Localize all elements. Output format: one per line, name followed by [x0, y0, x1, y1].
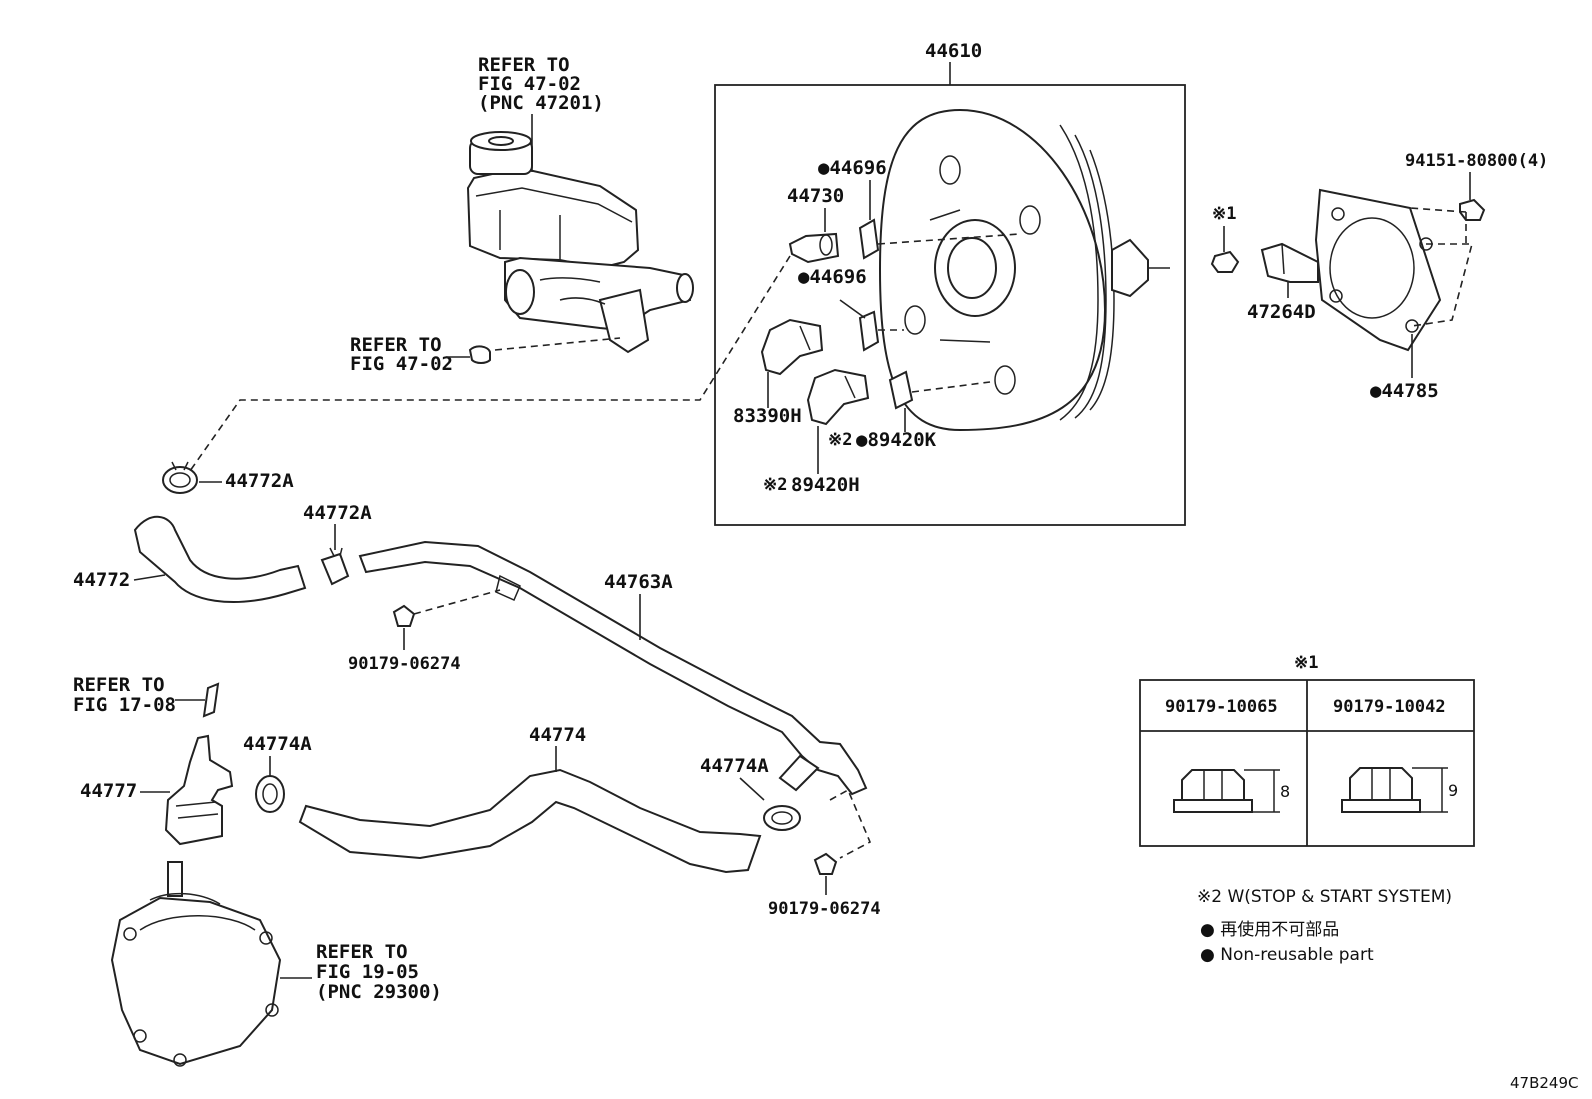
ref-cap-line1: REFER TO: [350, 334, 442, 356]
legend-stop-start: ※2 W(STOP & START SYSTEM): [1197, 887, 1452, 907]
label-44763a: 44763A: [604, 571, 673, 593]
label-89420h-prefix: ※2: [763, 475, 787, 495]
bolt-2-dashed-link: [829, 788, 872, 859]
hose-44774-drawing: [298, 768, 762, 874]
table-col2-header: 90179-10042: [1333, 697, 1446, 717]
bolt-1-icon: [392, 604, 416, 627]
ref-cap: REFER TO FIG 47-02: [350, 334, 621, 375]
ref-pump-line1: REFER TO: [316, 941, 408, 963]
label-44772: 44772: [73, 569, 130, 591]
label-44730: 44730: [787, 185, 844, 207]
ref-cap-line2: FIG 47-02: [350, 353, 453, 375]
master-cylinder-drawing: [466, 131, 694, 354]
nut-icon-2: [1459, 198, 1486, 221]
sensor-89420h-drawing: [806, 368, 870, 426]
ref-fig17: REFER TO FIG 17-08: [73, 674, 220, 718]
label-83390h: 83390H: [733, 405, 802, 427]
hose-44772-drawing: [133, 515, 307, 603]
label-44774: 44774: [529, 724, 586, 746]
label-89420k: ●89420K: [856, 429, 937, 451]
check-valve-drawing: [788, 232, 840, 264]
bracket-47264d-drawing: [1260, 242, 1319, 283]
label-44610: 44610: [925, 40, 982, 62]
clamp-44772a-drawing: [162, 461, 198, 494]
bolt-2-icon: [813, 852, 838, 875]
label-89420k-prefix: ※2: [828, 430, 852, 450]
label-44696-top: ●44696: [818, 157, 887, 179]
figure-id: 47B249C: [1510, 1074, 1578, 1092]
gasket-44785-drawing: [1314, 188, 1474, 352]
legend-jp: ● 再使用不可部品: [1200, 919, 1339, 940]
clamp-44774a-1-drawing: [255, 775, 285, 813]
dim-9: 9: [1448, 781, 1458, 800]
ref-vacuum-pump: REFER TO FIG 19-05 (PNC 29300): [280, 941, 442, 1003]
booster-grommets: [858, 218, 1021, 410]
label-89420h: 89420H: [791, 474, 860, 496]
ref-mc-line2: FIG 47-02: [478, 73, 581, 95]
valve-44777-drawing: [164, 734, 234, 846]
label-44772a-2: 44772A: [303, 502, 372, 524]
bolt-1-dashed-link: [413, 589, 501, 615]
label-44774a-2: 44774A: [700, 755, 769, 777]
clamp-44774a-2-drawing: [763, 805, 801, 831]
ref-mc-line1: REFER TO: [478, 54, 570, 76]
ref-mc-line3: (PNC 47201): [478, 92, 604, 114]
brake-booster-drawing: [878, 108, 1170, 432]
pipe-44763a-drawing: [358, 540, 868, 796]
label-44777: 44777: [80, 780, 137, 802]
label-44772a-1: 44772A: [225, 470, 294, 492]
flange-nut-8-icon: 8: [1173, 769, 1290, 813]
ref-fig17-line1: REFER TO: [73, 674, 165, 696]
label-90179-06274-2: 90179-06274: [768, 899, 881, 919]
legend: ※2 W(STOP & START SYSTEM) ● 再使用不可部品 ● No…: [1197, 887, 1452, 965]
ref-fig17-line2: FIG 17-08: [73, 694, 176, 716]
ref-pump-line3: (PNC 29300): [316, 981, 442, 1003]
legend-en: ● Non-reusable part: [1200, 945, 1374, 965]
vacuum-dashed-link: [184, 255, 791, 479]
vacuum-pump-drawing: [110, 861, 282, 1067]
nut-icon: [1210, 250, 1240, 273]
label-47264d: 47264D: [1247, 301, 1316, 323]
clamp-44772a-2-drawing: [320, 547, 350, 586]
nut-table: ※1 90179-10065 90179-10042 8 9: [1139, 653, 1475, 847]
table-title: ※1: [1294, 653, 1318, 673]
label-44785: ●44785: [1370, 380, 1439, 402]
ref-master-cylinder: REFER TO FIG 47-02 (PNC 47201): [478, 54, 604, 172]
table-col1-header: 90179-10065: [1165, 697, 1278, 717]
label-44696-mid: ●44696: [798, 266, 867, 288]
flange-nut-9-icon: 9: [1341, 767, 1458, 813]
sensor-83390h-drawing: [760, 318, 824, 376]
label-nut-mark: ※1: [1212, 204, 1236, 224]
ref-pump-line2: FIG 19-05: [316, 961, 419, 983]
label-90179-06274-1: 90179-06274: [348, 654, 461, 674]
label-94151: 94151-80800(4): [1405, 151, 1548, 171]
dim-8: 8: [1280, 782, 1290, 801]
label-44774a-1: 44774A: [243, 733, 312, 755]
